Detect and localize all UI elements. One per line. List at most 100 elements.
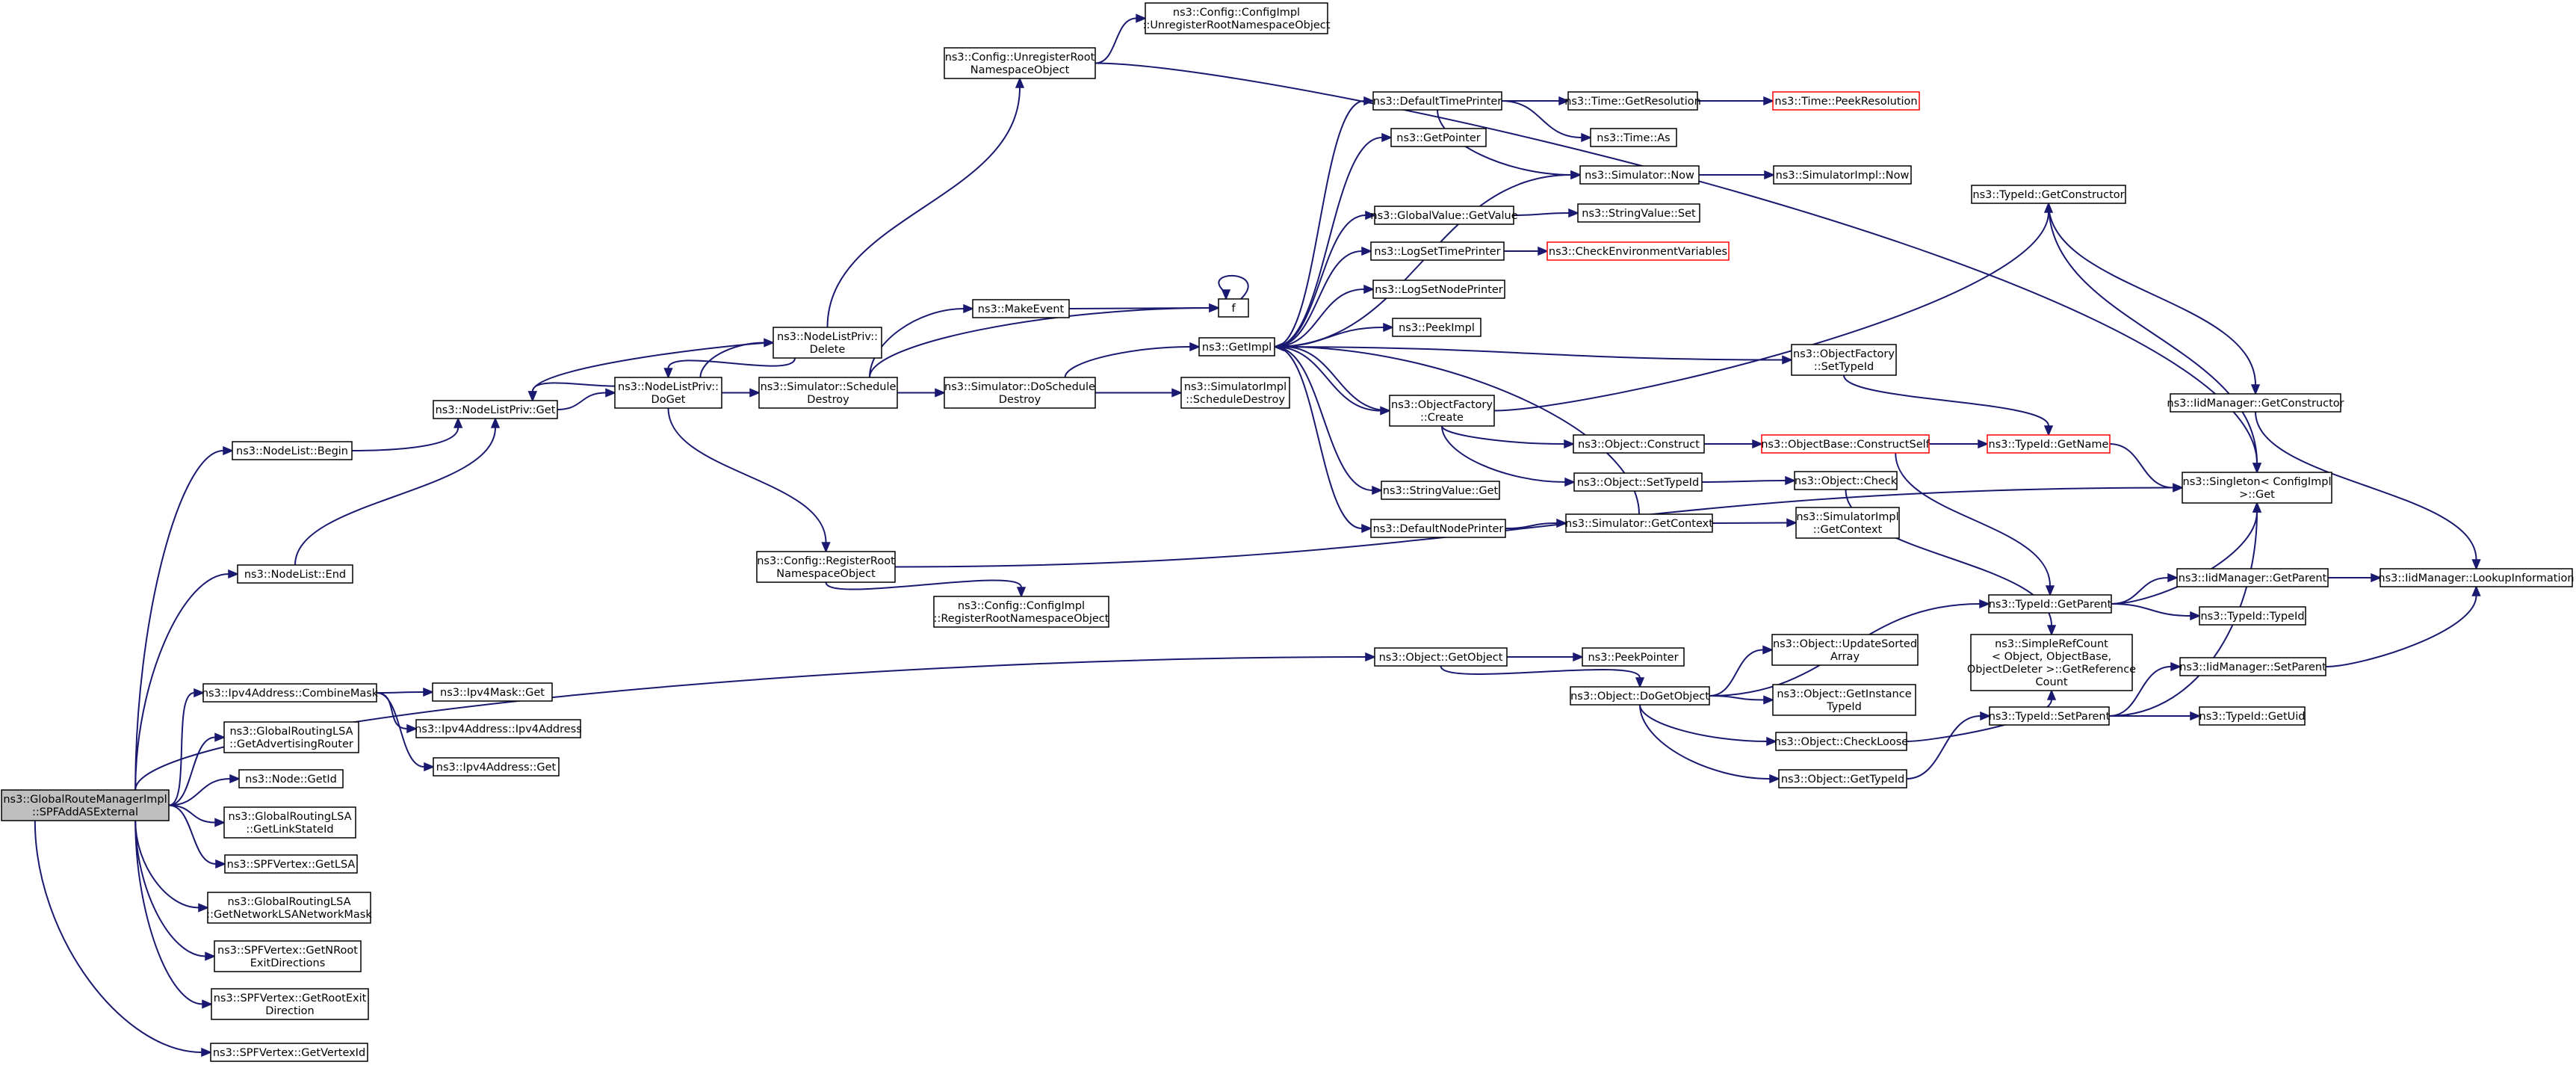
node-time-peekres[interactable]: ns3::Time::PeekResolution	[1772, 91, 1920, 111]
edge-arrowhead	[423, 687, 434, 697]
node-obj-check[interactable]: ns3::Object::Check	[1794, 471, 1898, 490]
node-si-sched-destroy[interactable]: ns3::SimulatorImpl::ScheduleDestroy	[1180, 377, 1290, 409]
edge-line	[557, 392, 607, 410]
node-label: ns3::NodeList::Begin	[236, 445, 348, 457]
node-label: ns3::Object::DoGetObject	[1570, 691, 1709, 703]
node-linkstate[interactable]: ns3::GlobalRoutingLSA::GetLinkStateId	[223, 806, 356, 839]
edge-line	[1274, 346, 1363, 529]
node-label: ns3::SimulatorImpl::Now	[1776, 170, 1910, 182]
node-logsettime[interactable]: ns3::LogSetTimePrinter	[1370, 241, 1505, 261]
edge-obj-gettypeid-to-tid-setparent	[1906, 711, 1991, 780]
node-ci-unreg[interactable]: ns3::Config::ConfigImpl::UnregisterRootN…	[1143, 2, 1331, 34]
node-box	[433, 400, 558, 419]
node-iid-setparent[interactable]: ns3::IidManager::SetParent	[2179, 657, 2326, 676]
edge-line	[1068, 307, 1210, 309]
edge-arrowhead	[1383, 322, 1394, 333]
node-label: ns3::MakeEvent	[978, 303, 1065, 315]
node-ipv4addr[interactable]: ns3::Ipv4Address::Ipv4Address	[415, 719, 582, 738]
node-obj-gettypeid[interactable]: ns3::Object::GetTypeId	[1778, 769, 1907, 788]
node-sv-set[interactable]: ns3::StringValue::Set	[1577, 203, 1700, 223]
edge-line	[1274, 346, 1783, 361]
node-sim-now[interactable]: ns3::Simulator::Now	[1579, 165, 1700, 185]
node-obj-dogetobject[interactable]: ns3::Object::DoGetObject	[1570, 686, 1710, 706]
node-time-getres[interactable]: ns3::Time::GetResolution	[1564, 91, 1701, 111]
node-node-getid[interactable]: ns3::Node::GetId	[238, 769, 344, 788]
node-obj-settypeid[interactable]: ns3::Object::SetTypeId	[1573, 472, 1703, 492]
node-obj-checkloose[interactable]: ns3::Object::CheckLoose	[1774, 732, 1908, 751]
node-box	[972, 299, 1070, 318]
node-makeevent[interactable]: ns3::MakeEvent	[972, 299, 1070, 318]
node-tid-getname[interactable]: ns3::TypeId::GetName	[1987, 434, 2111, 454]
node-time-as[interactable]: ns3::Time::As	[1590, 128, 1677, 147]
edge-root-to-combine	[168, 688, 205, 806]
node-def-node-printer[interactable]: ns3::DefaultNodePrinter	[1370, 519, 1506, 538]
node-tid-getuid[interactable]: ns3::TypeId::GetUid	[2199, 706, 2306, 726]
node-label: ns3::NodeListPriv::Get	[436, 404, 556, 416]
node-of-create[interactable]: ns3::ObjectFactory::Create	[1389, 395, 1495, 427]
node-netmask[interactable]: ns3::GlobalRoutingLSA::GetNetworkLSANetw…	[206, 892, 372, 924]
node-mask-get[interactable]: ns3::Ipv4Mask::Get	[432, 682, 553, 702]
edge-of-settypeid-to-tid-getname	[1843, 374, 2054, 436]
node-iid-getctor[interactable]: ns3::IidManager::GetConstructor	[2167, 393, 2344, 413]
node-tid-setparent[interactable]: ns3::TypeId::SetParent	[1989, 706, 2111, 726]
node-sim-getcontext[interactable]: ns3::Simulator::GetContext	[1565, 513, 1713, 533]
node-tid-getctor[interactable]: ns3::TypeId::GetConstructor	[1971, 185, 2126, 204]
node-nlp-delete[interactable]: ns3::NodeListPriv::Delete	[773, 327, 882, 359]
edge-line	[2111, 511, 2258, 605]
node-si-now[interactable]: ns3::SimulatorImpl::Now	[1773, 165, 1912, 185]
edge-tid-getparent-to-iid-getparent	[2111, 572, 2179, 605]
node-nl-end[interactable]: ns3::NodeList::End	[237, 564, 353, 584]
node-peekimpl[interactable]: ns3::PeekImpl	[1392, 318, 1481, 337]
node-getlsa[interactable]: ns3::SPFVertex::GetLSA	[224, 854, 358, 874]
node-si-getcontext[interactable]: ns3::SimulatorImpl::GetContext	[1795, 507, 1900, 539]
node-sched-destroy[interactable]: ns3::Simulator::ScheduleDestroy	[758, 377, 898, 409]
edge-arrowhead	[2190, 611, 2201, 621]
node-singleton-get[interactable]: ns3::Singleton< ConfigImpl >::Get	[2182, 472, 2332, 504]
node-gv-getvalue[interactable]: ns3::GlobalValue::GetValue	[1370, 206, 1518, 225]
node-check-env[interactable]: ns3::CheckEnvironmentVariables	[1546, 241, 1730, 261]
node-unreg-root[interactable]: ns3::Config::UnregisterRootNamespaceObje…	[944, 47, 1096, 79]
node-iid-getparent[interactable]: ns3::IidManager::GetParent	[2176, 568, 2329, 587]
node-logsetnode[interactable]: ns3::LogSetNodePrinter	[1372, 280, 1505, 299]
node-label: ns3::Object::GetObject	[1379, 652, 1503, 664]
node-obj-construct[interactable]: ns3::Object::Construct	[1573, 434, 1705, 454]
edge-arrowhead	[1361, 246, 1372, 256]
node-tid-typeid[interactable]: ns3::TypeId::TypeId	[2199, 606, 2306, 626]
edge-getimpl-to-peekimpl	[1274, 322, 1394, 348]
node-advrouter[interactable]: ns3::GlobalRoutingLSA::GetAdvertisingRou…	[223, 721, 359, 753]
node-label: ns3::Ipv4Address::Get	[436, 762, 557, 774]
node-f[interactable]: f	[1218, 298, 1249, 318]
node-def-time-printer[interactable]: ns3::DefaultTimePrinter	[1372, 91, 1502, 111]
node-nl-begin[interactable]: ns3::NodeList::Begin	[232, 441, 353, 460]
node-ipv4get[interactable]: ns3::Ipv4Address::Get	[433, 757, 560, 777]
edge-root-to-getlsa	[168, 804, 226, 869]
node-iid-lookup[interactable]: ns3::IidManager::LookupInformation	[2378, 568, 2575, 587]
edge-getimpl-to-logsetnode	[1274, 284, 1375, 348]
node-obj-getobject[interactable]: ns3::Object::GetObject	[1374, 647, 1508, 667]
node-reg-root[interactable]: ns3::Config::RegisterRootNamespaceObject	[756, 551, 896, 583]
node-label: ns3::GetPointer	[1396, 132, 1481, 144]
node-vertexid[interactable]: ns3::SPFVertex::GetVertexId	[210, 1043, 368, 1062]
node-peekpointer[interactable]: ns3::PeekPointer	[1582, 647, 1685, 667]
node-getpointer[interactable]: ns3::GetPointer	[1390, 128, 1487, 147]
edge-root-to-vertexid	[34, 820, 212, 1058]
edge-line	[351, 427, 459, 451]
node-getimpl[interactable]: ns3::GetImpl	[1198, 337, 1275, 356]
node-nlp-doget[interactable]: ns3::NodeListPriv::DoGet	[614, 377, 722, 409]
node-combine[interactable]: ns3::Ipv4Address::CombineMask	[202, 683, 379, 703]
node-label: Count	[2035, 676, 2067, 688]
node-ob-constructself[interactable]: ns3::ObjectBase::ConstructSelf	[1761, 434, 1931, 454]
node-nlp-get[interactable]: ns3::NodeListPriv::Get	[433, 400, 558, 419]
edge-line	[376, 692, 408, 729]
node-of-settypeid[interactable]: ns3::ObjectFactory::SetTypeId	[1791, 344, 1897, 376]
node-ci-reg[interactable]: ns3::Config::ConfigImpl::RegisterRootNam…	[933, 596, 1109, 628]
node-tid-getparent[interactable]: ns3::TypeId::GetParent	[1988, 594, 2112, 614]
node-simplerefcount[interactable]: ns3::SimpleRefCount< Object, ObjectBase,…	[1967, 634, 2136, 691]
node-label: ns3::TypeId::GetUid	[2199, 711, 2306, 723]
node-sv-get[interactable]: ns3::StringValue::Get	[1381, 481, 1500, 500]
